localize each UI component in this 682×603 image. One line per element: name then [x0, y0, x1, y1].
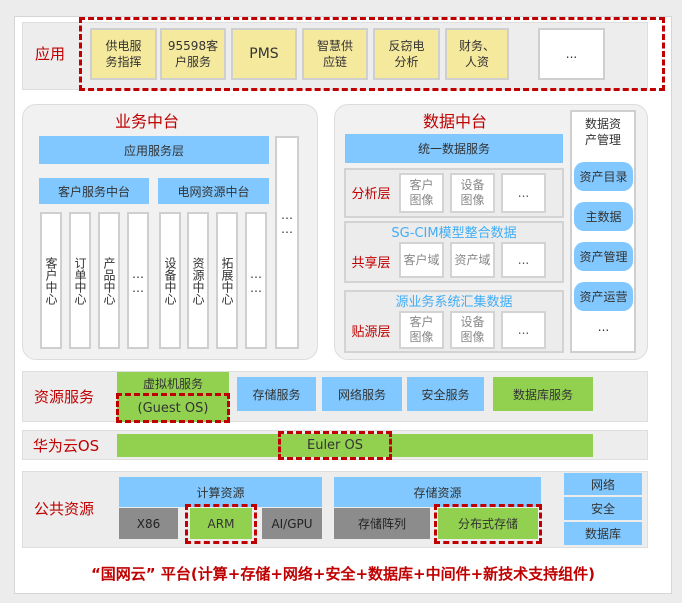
analysis-cell-more[interactable]: ...	[501, 173, 546, 213]
side-network[interactable]: 网络	[564, 473, 642, 495]
app-item[interactable]: 95598客 户服务	[160, 28, 226, 80]
public-resources-label: 公共资源	[33, 499, 94, 518]
source-layer-title: 源业务系统汇集数据	[395, 294, 513, 310]
security-service[interactable]: 安全服务	[407, 377, 484, 411]
center-column[interactable]: 订单中心	[69, 212, 91, 349]
cloud-os-label: 华为云OS	[32, 436, 100, 455]
asset-title-line2: 产管理	[584, 133, 621, 147]
center-column-more[interactable]: ……	[245, 212, 267, 349]
cell-line2: 图像	[460, 330, 485, 344]
asset-item[interactable]: 资产运营	[574, 282, 633, 311]
storage-array[interactable]: 存储阵列	[334, 508, 430, 539]
shared-cell-more[interactable]: ...	[501, 242, 546, 278]
source-cell[interactable]: 客户 图像	[399, 311, 444, 349]
arm-highlight-box	[185, 504, 257, 544]
cell-line1: ...	[517, 322, 530, 337]
cell-line1: 客户	[409, 178, 434, 192]
analysis-cell[interactable]: 客户 图像	[399, 173, 444, 213]
asset-title-line1: 数据资	[584, 117, 621, 131]
asset-item[interactable]: 资产目录	[574, 162, 633, 191]
asset-management-column	[570, 110, 636, 353]
compute-x86[interactable]: X86	[119, 508, 178, 539]
guest-os-highlight: (Guest OS)	[116, 393, 230, 423]
app-item-line1: PMS	[249, 46, 279, 62]
app-item-line1: 智慧供	[316, 39, 353, 53]
app-item-line1: 财务、	[458, 39, 495, 53]
app-item-line1: 供电服	[105, 39, 142, 53]
shared-layer-title: SG-CIM模型整合数据	[391, 225, 517, 241]
vm-service-label: 虚拟机服务	[142, 376, 203, 391]
grid-resource-platform[interactable]: 电网资源中台	[158, 178, 269, 204]
app-item[interactable]: PMS	[231, 28, 297, 80]
storage-service[interactable]: 存储服务	[237, 377, 316, 411]
platform-caption: “国网云” 平台(计算+存储+网络+安全+数据库+中间件+新技术支持组件)	[90, 564, 596, 583]
shared-cell[interactable]: 资产域	[450, 242, 495, 278]
center-column[interactable]: 产品中心	[98, 212, 120, 349]
euler-os-highlight[interactable]: Euler OS	[278, 431, 392, 460]
app-item-line2: 人资	[464, 55, 489, 69]
vm-service[interactable]	[117, 372, 229, 422]
distributed-storage[interactable]: 分布式存储	[438, 508, 538, 539]
source-cell[interactable]: 设备 图像	[450, 311, 495, 349]
shared-cell[interactable]: 客户域	[399, 242, 444, 278]
compute-ai-gpu[interactable]: AI/GPU	[262, 508, 322, 539]
asset-item-more[interactable]: ...	[597, 320, 610, 334]
center-column[interactable]: 客户中心	[40, 212, 62, 349]
customer-service-platform[interactable]: 客户服务中台	[39, 178, 149, 204]
cell-line2: 图像	[409, 193, 434, 207]
network-service[interactable]: 网络服务	[322, 377, 402, 411]
asset-item[interactable]: 资产管理	[574, 242, 633, 271]
app-item-line2: 务指挥	[105, 55, 142, 69]
app-item-line1: 反窃电	[388, 39, 425, 53]
source-cell-more[interactable]: ...	[501, 311, 546, 349]
unified-data-service[interactable]: 统一数据服务	[345, 134, 563, 163]
analysis-layer-label: 分析层	[351, 186, 391, 202]
center-column-more[interactable]: ……	[127, 212, 149, 349]
data-platform-title: 数据中台	[422, 112, 487, 131]
storage-resources[interactable]: 存储资源	[334, 477, 541, 507]
app-item[interactable]: 财务、 人资	[445, 28, 509, 80]
database-service[interactable]: 数据库服务	[493, 377, 593, 411]
app-item-line2: 应链	[322, 55, 347, 69]
compute-resources[interactable]: 计算资源	[119, 477, 322, 507]
app-item-more[interactable]: ...	[538, 28, 605, 80]
app-layer-label: 应用	[34, 44, 65, 63]
cell-line1: 设备	[460, 178, 485, 192]
center-column[interactable]: 设备中心	[159, 212, 181, 349]
app-item-line1: ...	[565, 47, 578, 61]
business-side-column[interactable]: ……	[275, 136, 299, 349]
app-service-layer[interactable]: 应用服务层	[39, 136, 269, 164]
app-item[interactable]: 反窃电 分析	[373, 28, 440, 80]
cell-line2: 图像	[460, 193, 485, 207]
app-item-line2: 户服务	[174, 55, 211, 69]
business-platform-title: 业务中台	[114, 112, 179, 131]
analysis-cell[interactable]: 设备 图像	[450, 173, 495, 213]
cell-line1: 客户	[409, 315, 434, 329]
center-column[interactable]: 资源中心	[187, 212, 209, 349]
distributed-storage-highlight	[434, 504, 542, 544]
center-column[interactable]: 拓展中心	[216, 212, 238, 349]
source-layer-label: 贴源层	[351, 324, 391, 340]
cell-line1: ...	[517, 185, 530, 200]
app-highlight-box	[79, 17, 665, 91]
asset-item[interactable]: 主数据	[574, 202, 633, 231]
shared-layer-label: 共享层	[351, 255, 391, 271]
compute-arm[interactable]: ARM	[190, 508, 252, 539]
app-item-line1: 95598客	[167, 39, 219, 53]
cell-line2: 图像	[409, 330, 434, 344]
side-database[interactable]: 数据库	[564, 522, 642, 545]
app-item[interactable]: 供电服 务指挥	[90, 28, 157, 80]
resource-services-label: 资源服务	[33, 387, 94, 406]
cell-line1: 设备	[460, 315, 485, 329]
app-item[interactable]: 智慧供 应链	[302, 28, 368, 80]
side-security[interactable]: 安全	[564, 497, 642, 520]
app-item-line2: 分析	[394, 55, 419, 69]
asset-management-title: 数据资 产管理	[572, 114, 634, 150]
cloud-os-bar	[117, 434, 593, 457]
